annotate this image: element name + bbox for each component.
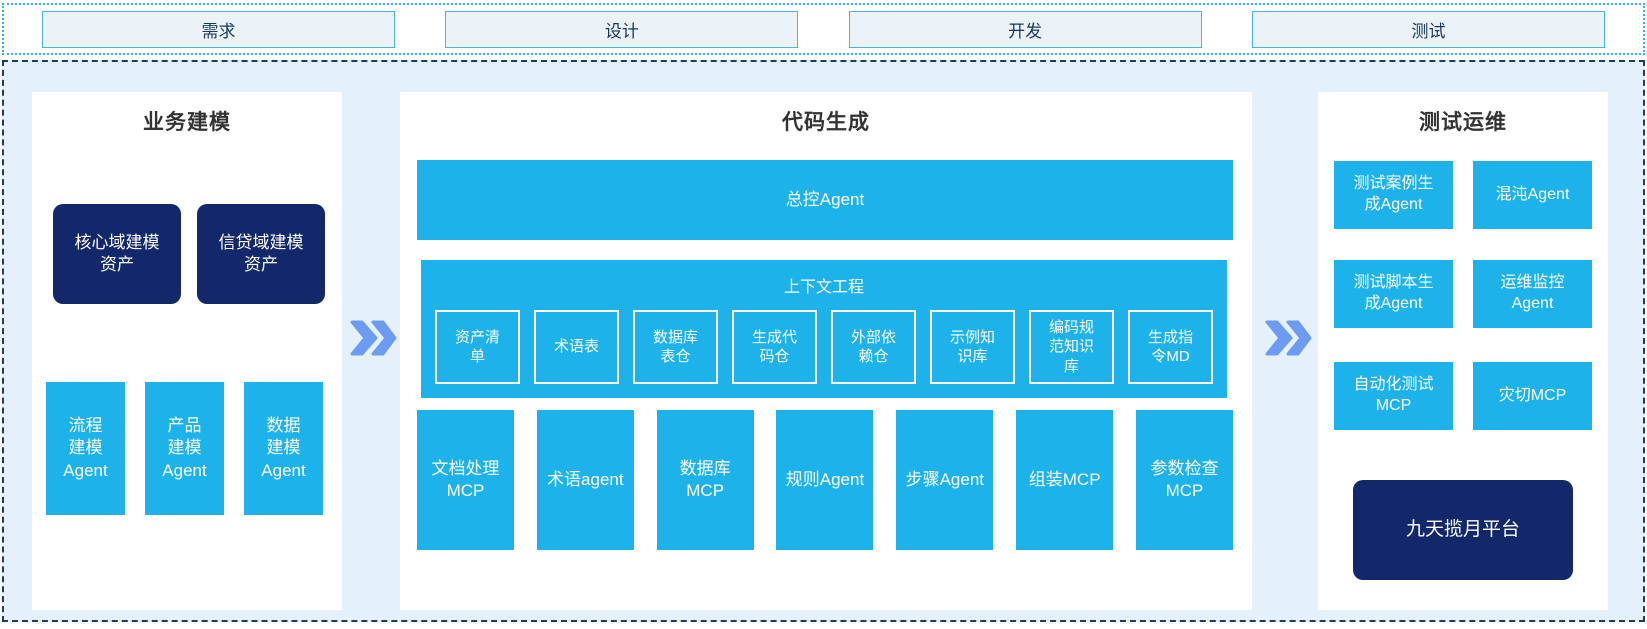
asset-credit-domain-modeling: 信贷域建模 资产 bbox=[197, 204, 325, 304]
context-engineering-group: 上下文工程 资产清 单 术语表 数据库 表仓 生成代 码仓 外部依 赖仓 示例知… bbox=[421, 260, 1227, 398]
section-code-generation: 代码生成 总控Agent 上下文工程 资产清 单 术语表 数据库 表仓 生成代 … bbox=[400, 92, 1252, 610]
test-ops-row-2: 测试脚本生 成Agent 运维监控 Agent bbox=[1334, 260, 1592, 328]
agent-product-modeling: 产品 建模 Agent bbox=[145, 382, 224, 515]
context-item-example-knowledge-base: 示例知 识库 bbox=[930, 310, 1015, 384]
context-item-asset-list: 资产清 单 bbox=[435, 310, 520, 384]
business-modeling-title: 业务建模 bbox=[143, 111, 231, 134]
tool-rules-agent: 规则Agent bbox=[776, 410, 874, 550]
agent-ops-monitoring: 运维监控 Agent bbox=[1473, 260, 1592, 328]
test-ops-title: 测试运维 bbox=[1419, 111, 1507, 134]
context-items-row: 资产清 单 术语表 数据库 表仓 生成代 码仓 外部依 赖仓 示例知 识库 编码… bbox=[421, 310, 1227, 384]
context-item-external-deps-repo: 外部依 赖仓 bbox=[831, 310, 916, 384]
test-ops-row-1: 测试案例生 成Agent 混沌Agent bbox=[1334, 161, 1592, 229]
tool-steps-agent: 步骤Agent bbox=[896, 410, 994, 550]
codegen-tools-row: 文档处理 MCP 术语agent 数据库 MCP 规则Agent 步骤Agent… bbox=[417, 410, 1233, 550]
phase-bar: 需求 设计 开发 测试 bbox=[2, 3, 1645, 55]
context-item-coding-standards-kb: 编码规 范知识 库 bbox=[1029, 310, 1114, 384]
agent-test-case-generation: 测试案例生 成Agent bbox=[1334, 161, 1453, 229]
context-item-glossary: 术语表 bbox=[534, 310, 619, 384]
pipeline-diagram: 业务建模 核心域建模 资产 信贷域建模 资产 流程 建模 Agent 产品 建模… bbox=[2, 60, 1645, 622]
agent-test-script-generation: 测试脚本生 成Agent bbox=[1334, 260, 1453, 328]
phase-design: 设计 bbox=[445, 10, 799, 48]
asset-core-domain-modeling: 核心域建模 资产 bbox=[53, 204, 181, 304]
tool-database-mcp: 数据库 MCP bbox=[656, 410, 754, 550]
phase-development: 开发 bbox=[848, 10, 1202, 48]
modeling-assets-row: 核心域建模 资产 信贷域建模 资产 bbox=[53, 204, 325, 304]
phase-requirements: 需求 bbox=[42, 10, 395, 48]
tool-disaster-switch-mcp: 灾切MCP bbox=[1473, 362, 1592, 430]
tool-automated-test-mcp: 自动化测试 MCP bbox=[1334, 362, 1453, 430]
master-control-agent-bar: 总控Agent bbox=[417, 160, 1233, 240]
agent-data-modeling: 数据 建模 Agent bbox=[244, 382, 323, 515]
phase-testing: 测试 bbox=[1251, 10, 1605, 48]
tool-assembly-mcp: 组装MCP bbox=[1016, 410, 1114, 550]
flow-arrow-right-icon bbox=[1265, 320, 1312, 356]
test-ops-row-3: 自动化测试 MCP 灾切MCP bbox=[1334, 362, 1592, 430]
code-generation-title: 代码生成 bbox=[782, 111, 870, 134]
context-engineering-title: 上下文工程 bbox=[783, 279, 864, 296]
section-business-modeling: 业务建模 核心域建模 资产 信贷域建模 资产 流程 建模 Agent 产品 建模… bbox=[32, 92, 342, 610]
context-item-db-table-repo: 数据库 表仓 bbox=[633, 310, 718, 384]
context-item-generation-instructions-md: 生成指 令MD bbox=[1128, 310, 1213, 384]
tool-doc-processing-mcp: 文档处理 MCP bbox=[417, 410, 514, 550]
agent-process-modeling: 流程 建模 Agent bbox=[46, 382, 125, 515]
modeling-agents-row: 流程 建模 Agent 产品 建模 Agent 数据 建模 Agent bbox=[46, 382, 323, 515]
tool-param-check-mcp: 参数检查 MCP bbox=[1135, 410, 1233, 550]
section-test-ops: 测试运维 测试案例生 成Agent 混沌Agent 测试脚本生 成Agent 运… bbox=[1318, 92, 1608, 610]
tool-terminology-agent: 术语agent bbox=[536, 410, 634, 550]
platform-jiutian-lanyue: 九天揽月平台 bbox=[1353, 480, 1573, 580]
flow-arrow-right-icon bbox=[350, 320, 397, 356]
agent-chaos: 混沌Agent bbox=[1473, 161, 1592, 229]
context-item-generated-code-repo: 生成代 码仓 bbox=[732, 310, 817, 384]
